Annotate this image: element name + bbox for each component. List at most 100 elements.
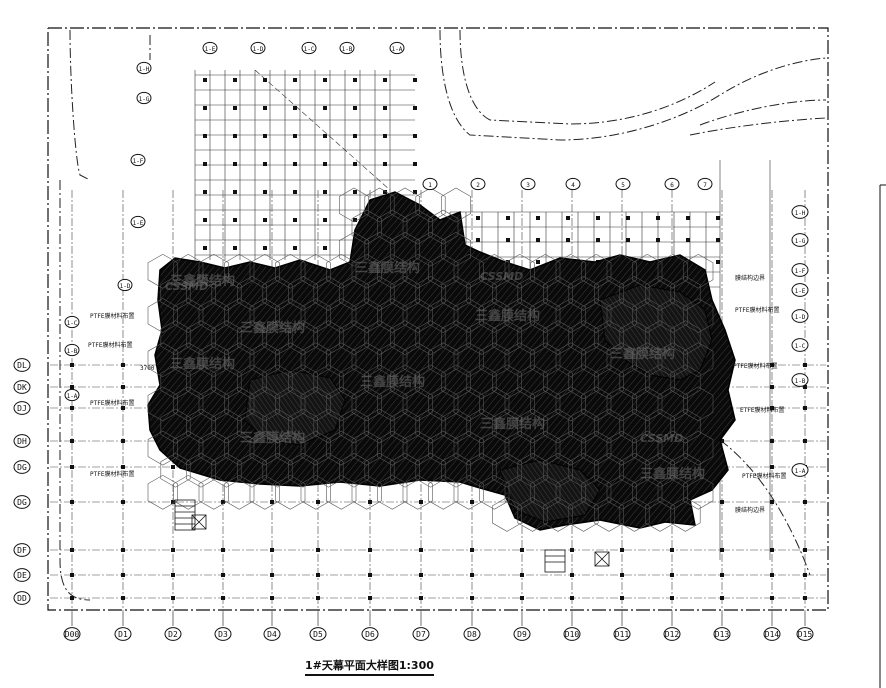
axis-bubble-label: 1-B — [342, 46, 353, 53]
canopy-cell — [491, 320, 523, 355]
axis-bubble: D00 — [63, 627, 81, 641]
column-marker — [233, 78, 237, 82]
canopy-cell — [275, 386, 306, 422]
axis-bubble-label: 1-H — [795, 210, 806, 217]
canopy-cell — [670, 320, 701, 355]
canopy-cell — [402, 298, 433, 333]
column-marker — [323, 218, 327, 222]
axis-bubble-label: 1-C — [304, 46, 315, 53]
canopy-cell — [160, 408, 191, 444]
canopy-cell — [517, 320, 548, 355]
canopy-cell — [619, 497, 650, 532]
column-marker — [323, 246, 327, 250]
column-marker — [353, 190, 357, 194]
canopy-cell — [262, 452, 293, 488]
canopy-cell — [568, 452, 599, 488]
axis-bubble: D9 — [513, 627, 531, 641]
canopy-cell — [440, 320, 472, 355]
canopy-cell — [657, 386, 688, 422]
drawing-title: 1#天幕平面大样图1:300 — [305, 657, 434, 676]
watermark-text: 三鑫膜结构 — [640, 466, 705, 482]
canopy-cell — [504, 430, 535, 466]
watermark-logo: CSSMD — [480, 270, 523, 283]
axis-bubble-label: 1 — [428, 182, 432, 189]
column-marker — [203, 106, 207, 110]
axis-bubble-label: D14 — [765, 630, 780, 639]
axis-bubble: 1-E — [130, 215, 146, 229]
canopy-cell — [402, 253, 433, 289]
column-marker — [270, 573, 274, 577]
canopy-cell — [275, 474, 306, 510]
canopy-cell — [249, 298, 280, 333]
column-marker — [770, 406, 774, 410]
watermark-text: 三鑫膜结构 — [480, 416, 545, 432]
canopy-cell — [338, 187, 370, 223]
column-marker — [770, 500, 774, 504]
column-marker — [121, 385, 125, 389]
column-marker — [770, 573, 774, 577]
column-marker — [171, 596, 175, 600]
canopy-cell — [275, 253, 306, 289]
note-dim: 3700 — [140, 365, 155, 372]
canopy-cell — [326, 298, 357, 333]
canopy-cell — [542, 408, 574, 444]
canopy-cell — [224, 253, 255, 289]
column-marker — [770, 439, 774, 443]
column-marker — [383, 190, 387, 194]
column-marker — [121, 596, 125, 600]
column-marker — [626, 216, 630, 220]
axis-bubble-label: D7 — [416, 630, 426, 639]
column-marker — [221, 573, 225, 577]
axis-bubble: 1-C — [791, 338, 809, 352]
canopy-cell — [683, 342, 714, 378]
canopy-cell — [657, 342, 688, 378]
canopy-cell — [542, 364, 574, 400]
canopy-cell — [606, 474, 637, 510]
column-marker — [293, 246, 297, 250]
column-marker — [670, 596, 674, 600]
column-marker — [803, 406, 807, 410]
watermark-text: 三鑫膜结构 — [355, 260, 420, 276]
canopy-cell — [338, 276, 370, 311]
watermark-logo: CSSMD — [165, 280, 208, 293]
canopy-cell — [402, 209, 433, 245]
column-marker — [368, 573, 372, 577]
canopy-cell — [453, 386, 484, 422]
column-marker — [476, 238, 480, 242]
canopy-cell — [581, 430, 612, 466]
canopy-cell — [275, 342, 306, 378]
axis-bubble: D12 — [663, 627, 681, 641]
column-marker — [203, 78, 207, 82]
column-marker — [70, 439, 74, 443]
column-marker — [171, 500, 175, 504]
canopy-cell — [377, 430, 408, 466]
canopy-cell — [351, 474, 382, 510]
column-marker — [368, 596, 372, 600]
canopy-cell — [160, 364, 191, 400]
canopy-cell — [619, 276, 650, 311]
canopy-cell — [530, 298, 561, 333]
canopy-cell — [555, 298, 586, 333]
axis-bubble: 5 — [615, 177, 631, 191]
canopy-cell — [313, 364, 344, 400]
column-marker — [323, 134, 327, 138]
canopy-cell — [568, 408, 599, 444]
canopy-cell — [211, 320, 242, 355]
axis-bubble: 1-A — [64, 388, 80, 402]
canopy-cell — [530, 253, 561, 289]
axis-bubble: D11 — [613, 627, 631, 641]
axis-bubble: DJ — [13, 401, 31, 415]
column-marker — [121, 363, 125, 367]
canopy-cell — [581, 298, 612, 333]
canopy-cell — [453, 342, 484, 378]
canopy-cell — [466, 408, 497, 444]
canopy-cell — [632, 386, 663, 422]
column-marker — [626, 238, 630, 242]
canopy-cell — [428, 342, 459, 378]
column-marker — [383, 162, 387, 166]
canopy-cell — [568, 276, 599, 311]
axis-bubble-label: 1-A — [392, 46, 403, 53]
canopy-cell — [479, 298, 510, 333]
axis-bubble: 7 — [697, 177, 713, 191]
canopy-cell — [415, 231, 446, 267]
